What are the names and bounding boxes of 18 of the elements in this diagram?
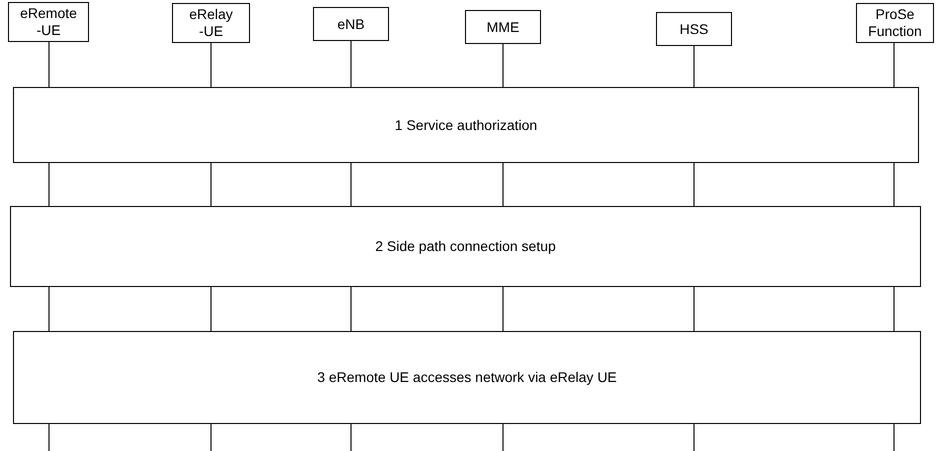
process-step-box: [10, 206, 921, 287]
process-step-box: [13, 331, 921, 424]
participant-name: ProSe Function: [867, 6, 923, 40]
participant-box: [856, 3, 934, 43]
participant-box: [313, 7, 389, 41]
participant-box: [8, 2, 89, 42]
participant-name: eRelay -UE: [188, 6, 234, 40]
participant-name: eRemote -UE: [19, 5, 78, 39]
process-step-box: [13, 87, 919, 163]
participant-box: [465, 10, 541, 44]
participant-box: [656, 12, 732, 46]
participant-name: HSS: [680, 20, 708, 38]
participant-name: MME: [486, 18, 520, 36]
participant-box: [172, 3, 250, 43]
step-label: 2 Side path connection setup: [375, 238, 556, 255]
step-label: 3 eRemote UE accesses network via eRelay UE: [317, 369, 617, 386]
participant-name: eNB: [337, 16, 365, 32]
step-label: 1 Service authorization: [394, 116, 538, 134]
